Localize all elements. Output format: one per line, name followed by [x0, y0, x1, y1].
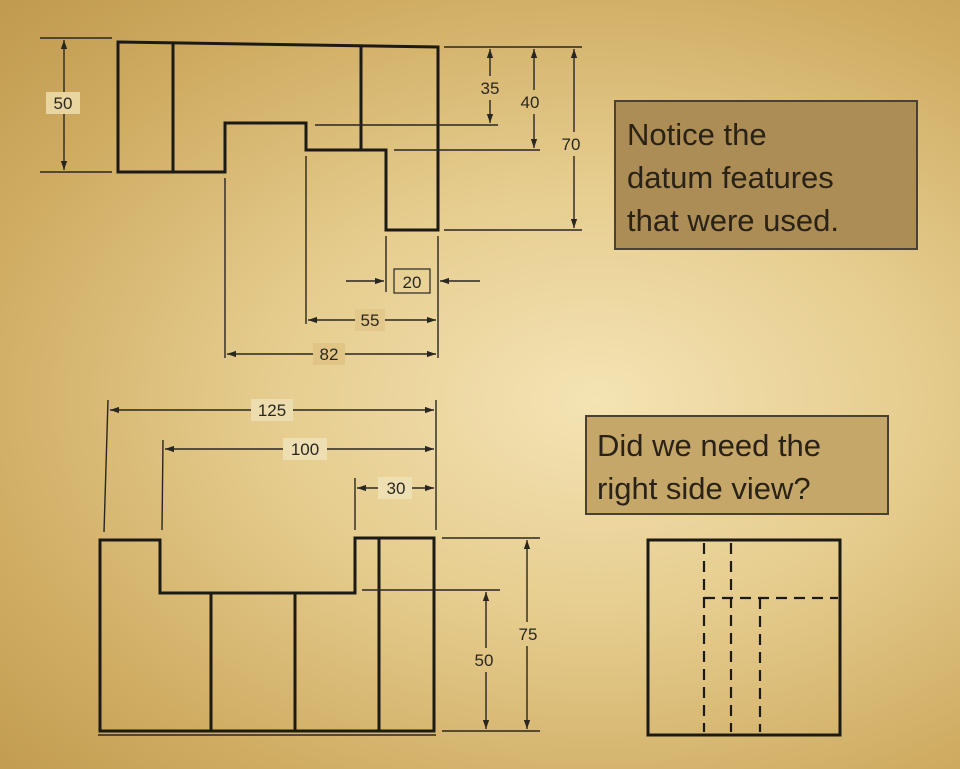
dim-label-100: 100	[291, 440, 319, 459]
dim-label-front-50: 50	[475, 651, 494, 670]
dim-label-40: 40	[521, 93, 540, 112]
dim-label-82: 82	[320, 345, 339, 364]
right-side-note-line-1: Did we need the	[597, 428, 822, 463]
dim-label-20: 20	[403, 273, 422, 292]
dim-label-75: 75	[519, 625, 538, 644]
right-side-view-outline	[646, 538, 842, 737]
right-side-view	[646, 538, 842, 737]
top-view: 50 35 40 70 20 55 82	[40, 37, 582, 365]
top-view-outline	[116, 40, 440, 232]
dim-label-55: 55	[361, 311, 380, 330]
dim-label-35: 35	[481, 79, 500, 98]
datum-note-box: Notice the datum features that were used…	[614, 100, 918, 250]
right-side-note-box: Did we need the right side view?	[585, 415, 889, 515]
front-view: 125 100 30 75 50	[98, 399, 540, 736]
front-view-outline	[98, 536, 436, 733]
datum-note-line-2: datum features	[627, 160, 834, 195]
dim-label-70: 70	[562, 135, 581, 154]
dim-label-125: 125	[258, 401, 286, 420]
datum-note-line-3: that were used.	[627, 203, 839, 238]
datum-note-line-1: Notice the	[627, 117, 767, 152]
dim-label-top-50: 50	[54, 94, 73, 113]
dim-label-30: 30	[387, 479, 406, 498]
right-side-note-line-2: right side view?	[597, 471, 811, 506]
